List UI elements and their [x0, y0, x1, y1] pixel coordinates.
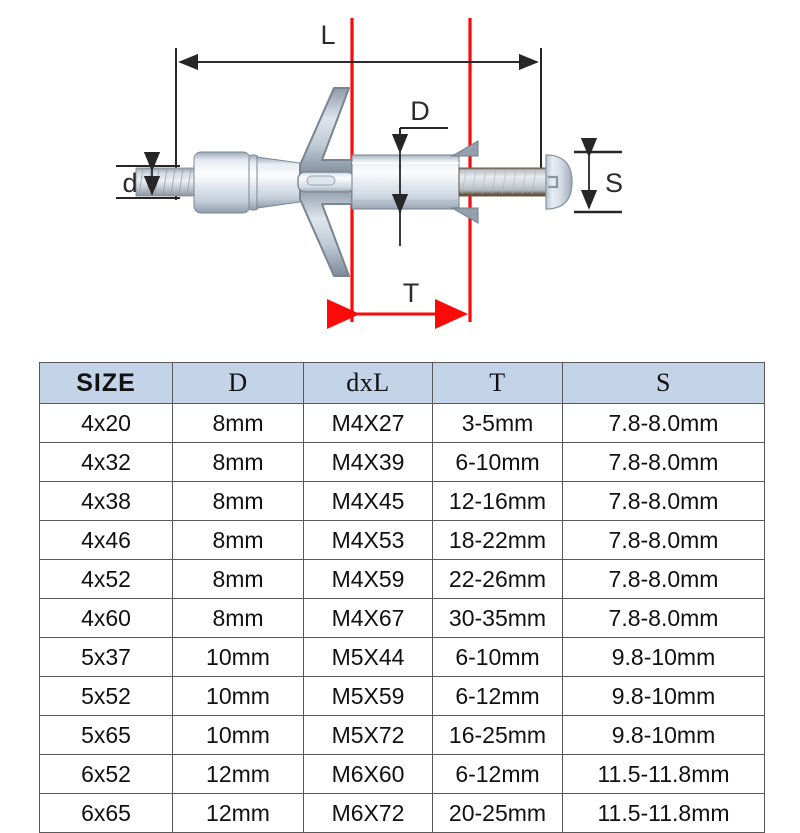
- cell-size: 4x32: [39, 442, 173, 482]
- cell-dxl: M4X53: [303, 520, 433, 560]
- cell-size: 6x65: [39, 793, 173, 833]
- cell-d: 8mm: [172, 403, 304, 443]
- cell-dxl: M4X39: [303, 442, 433, 482]
- diagram-svg: L: [116, 18, 623, 329]
- column-header-t: T: [432, 362, 563, 404]
- cell-t: 22-26mm: [432, 559, 563, 599]
- dimension-label-d: d: [122, 168, 137, 198]
- cell-d: 8mm: [172, 598, 304, 638]
- column-header-s: S: [562, 362, 765, 404]
- table-header: SIZE D dxL T S: [39, 362, 765, 404]
- dimension-T: T: [327, 278, 468, 329]
- cell-dxl: M6X72: [303, 793, 433, 833]
- cell-size: 6x52: [39, 754, 173, 794]
- cell-s: 7.8-8.0mm: [562, 481, 765, 521]
- cell-s: 7.8-8.0mm: [562, 559, 765, 599]
- cell-dxl: M4X59: [303, 559, 433, 599]
- dimension-d: d: [116, 152, 180, 199]
- cell-d: 8mm: [172, 520, 304, 560]
- screw-pan-head: [545, 154, 573, 210]
- toggle-anchor-assembly: [135, 87, 573, 277]
- cell-dxl: M4X67: [303, 598, 433, 638]
- cell-s: 7.8-8.0mm: [562, 520, 765, 560]
- cell-d: 10mm: [172, 637, 304, 677]
- screw-drive-slot: [548, 175, 559, 189]
- cell-d: 8mm: [172, 559, 304, 599]
- column-header-size: SIZE: [39, 362, 173, 404]
- cell-d: 12mm: [172, 754, 304, 794]
- cell-t: 3-5mm: [432, 403, 563, 443]
- anchor-left-barrel: [193, 151, 251, 214]
- cell-d: 8mm: [172, 442, 304, 482]
- cell-size: 5x37: [39, 637, 173, 677]
- dimension-S: S: [574, 138, 623, 214]
- cell-dxl: M5X72: [303, 715, 433, 755]
- cell-dxl: M4X45: [303, 481, 433, 521]
- dimension-D: D: [391, 96, 448, 246]
- cell-t: 12-16mm: [432, 481, 563, 521]
- cell-t: 6-10mm: [432, 442, 563, 482]
- cell-dxl: M6X60: [303, 754, 433, 794]
- dimension-label-S: S: [605, 168, 623, 198]
- cell-s: 11.5-11.8mm: [562, 754, 765, 794]
- cell-size: 5x52: [39, 676, 173, 716]
- cell-size: 4x52: [39, 559, 173, 599]
- table-header-row: SIZE D dxL T S: [39, 362, 765, 404]
- anchor-wing-lower: [299, 187, 353, 277]
- cell-size: 4x46: [39, 520, 173, 560]
- cell-t: 16-25mm: [432, 715, 563, 755]
- cell-dxl: M5X59: [303, 676, 433, 716]
- cell-t: 6-12mm: [432, 754, 563, 794]
- cell-t: 18-22mm: [432, 520, 563, 560]
- cell-d: 10mm: [172, 715, 304, 755]
- cell-dxl: M4X27: [303, 403, 433, 443]
- cell-size: 4x38: [39, 481, 173, 521]
- cell-dxl: M5X44: [303, 637, 433, 677]
- cell-s: 7.8-8.0mm: [562, 403, 765, 443]
- cell-s: 9.8-10mm: [562, 715, 765, 755]
- anchor-flange-barb-upper: [450, 140, 479, 157]
- column-header-dxl: dxL: [303, 362, 433, 404]
- cell-size: 4x20: [39, 403, 173, 443]
- column-header-d: D: [172, 362, 304, 404]
- cell-s: 7.8-8.0mm: [562, 598, 765, 638]
- cell-s: 9.8-10mm: [562, 676, 765, 716]
- cell-d: 10mm: [172, 676, 304, 716]
- cell-t: 30-35mm: [432, 598, 563, 638]
- cell-size: 5x65: [39, 715, 173, 755]
- anchor-wing-upper: [299, 87, 353, 177]
- cell-t: 6-10mm: [432, 637, 563, 677]
- dimension-label-T: T: [403, 278, 420, 308]
- dimension-L: L: [175, 20, 542, 200]
- anchor-taper: [256, 156, 301, 209]
- anchor-hub-slot: [306, 175, 336, 186]
- cell-s: 11.5-11.8mm: [562, 793, 765, 833]
- cell-t: 6-12mm: [432, 676, 563, 716]
- cell-s: 9.8-10mm: [562, 637, 765, 677]
- cell-d: 12mm: [172, 793, 304, 833]
- dimension-label-L: L: [320, 20, 335, 50]
- product-dimension-diagram: L: [0, 0, 800, 352]
- cell-t: 20-25mm: [432, 793, 563, 833]
- anchor-flange-barb-lower: [450, 207, 479, 224]
- cell-size: 4x60: [39, 598, 173, 638]
- cell-d: 8mm: [172, 481, 304, 521]
- cell-s: 7.8-8.0mm: [562, 442, 765, 482]
- dimension-label-D: D: [410, 96, 430, 126]
